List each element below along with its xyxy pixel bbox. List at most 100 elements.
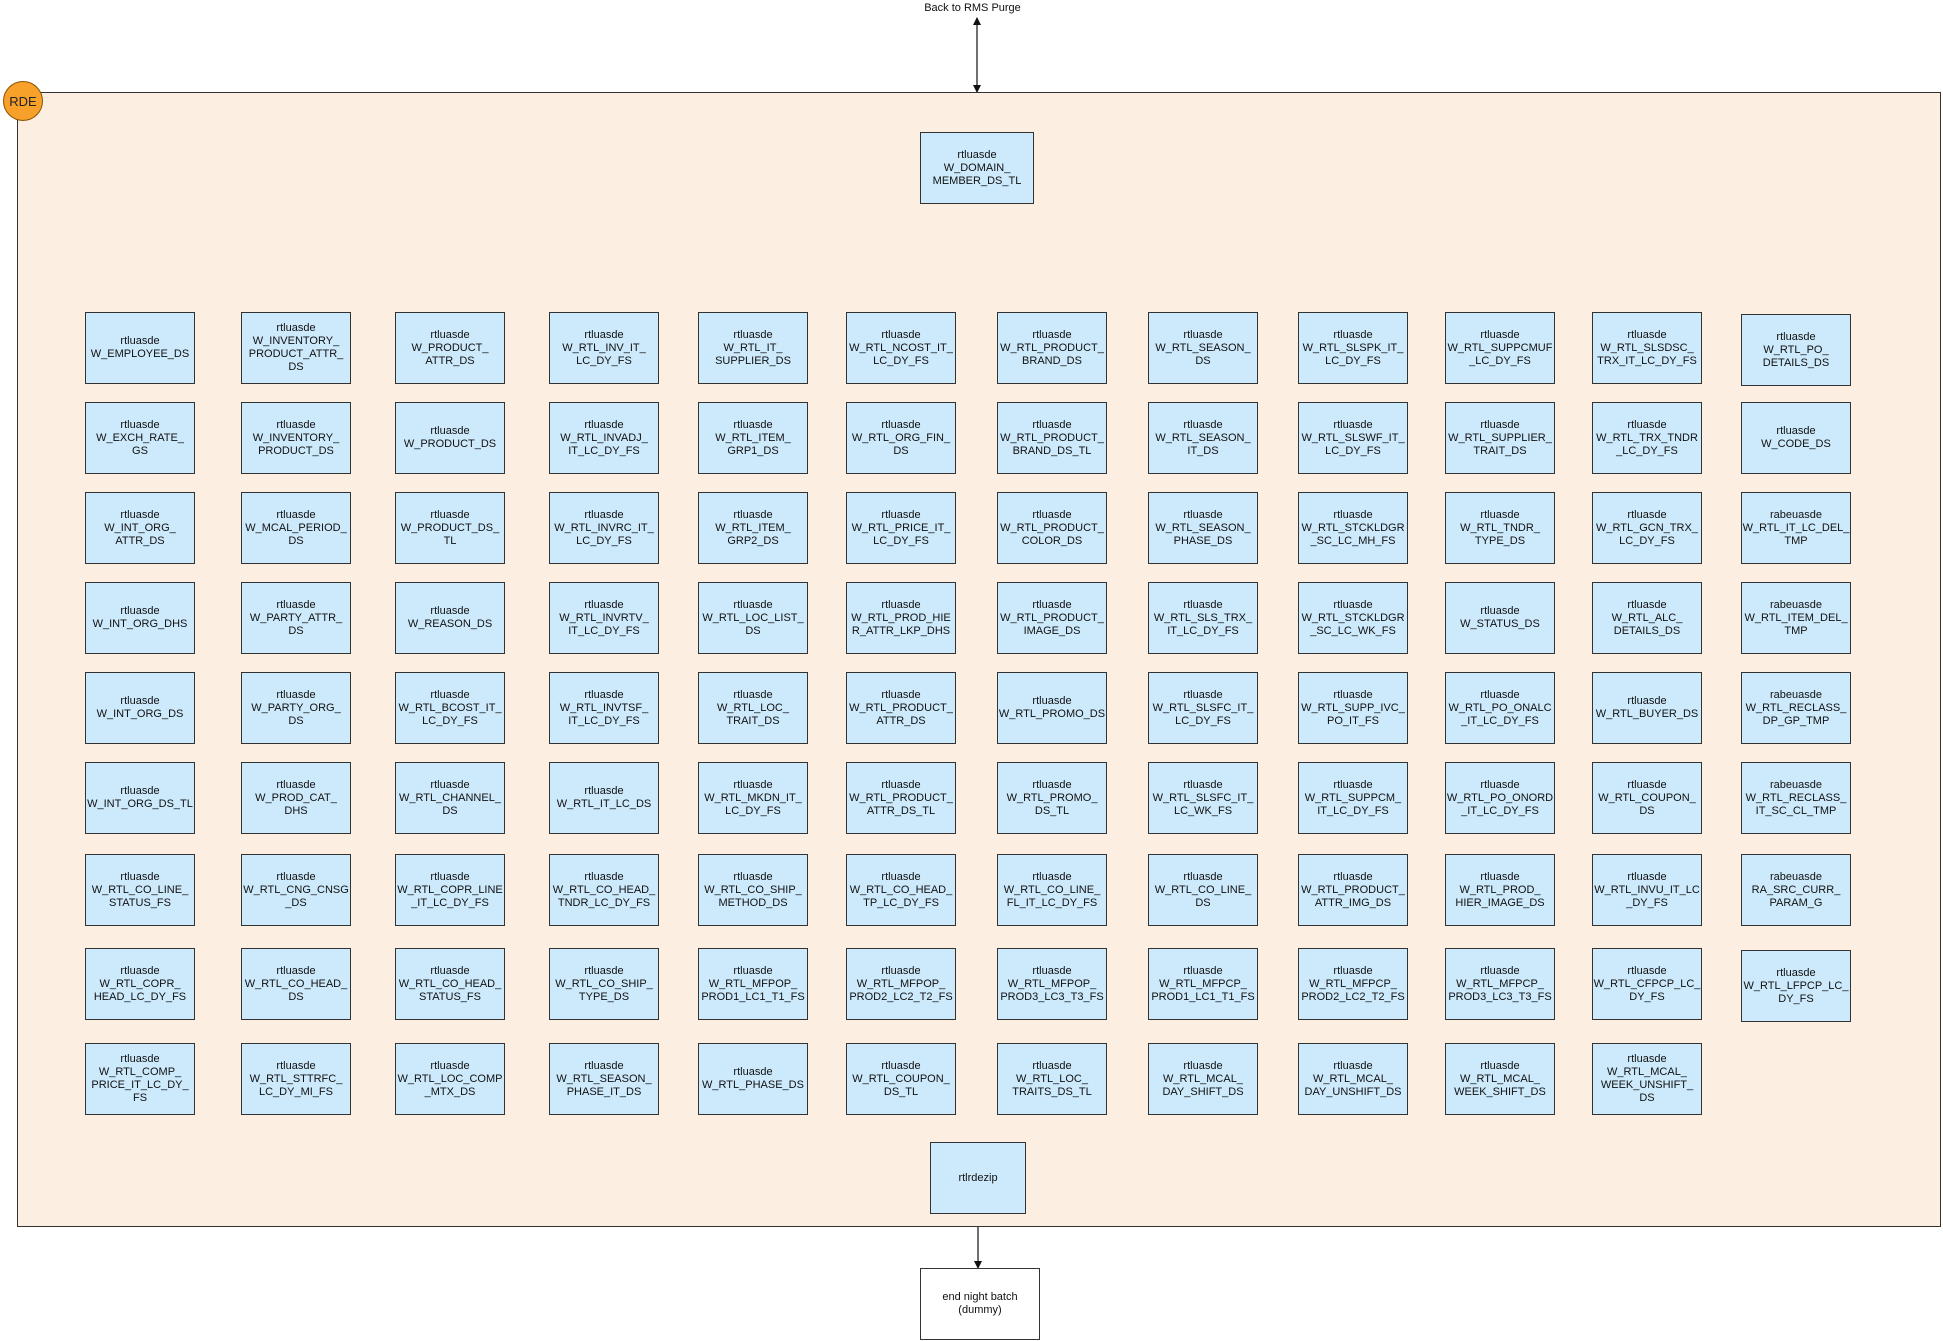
end-night-batch-node[interactable]: end night batch(dummy) bbox=[920, 1268, 1040, 1340]
